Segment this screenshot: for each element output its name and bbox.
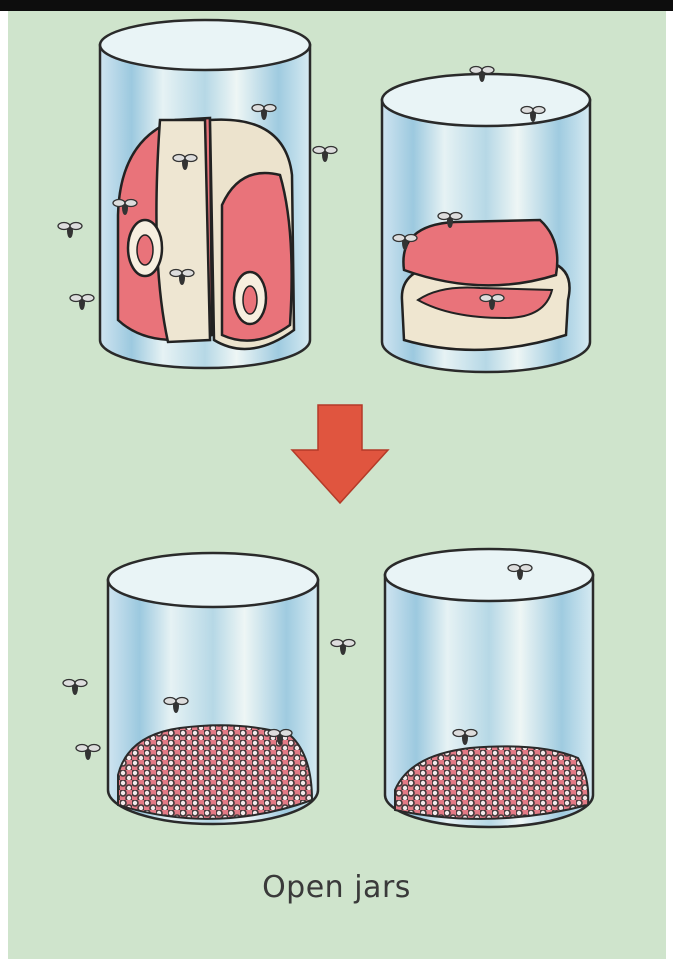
fly-icon [70, 295, 94, 311]
fly-icon [63, 680, 87, 696]
jar-bottom-left [108, 553, 318, 824]
figure-caption: Open jars [0, 870, 673, 905]
meat-chops [118, 118, 294, 349]
meat-steak [402, 220, 570, 350]
jar-bottom-right [385, 549, 593, 827]
fly-icon [313, 147, 337, 163]
jar-top-left [100, 20, 310, 368]
fly-icon [331, 640, 355, 656]
fly-icon [76, 745, 100, 761]
jar-top-right [382, 74, 590, 372]
down-arrow [292, 405, 388, 503]
fly-icon [58, 223, 82, 239]
